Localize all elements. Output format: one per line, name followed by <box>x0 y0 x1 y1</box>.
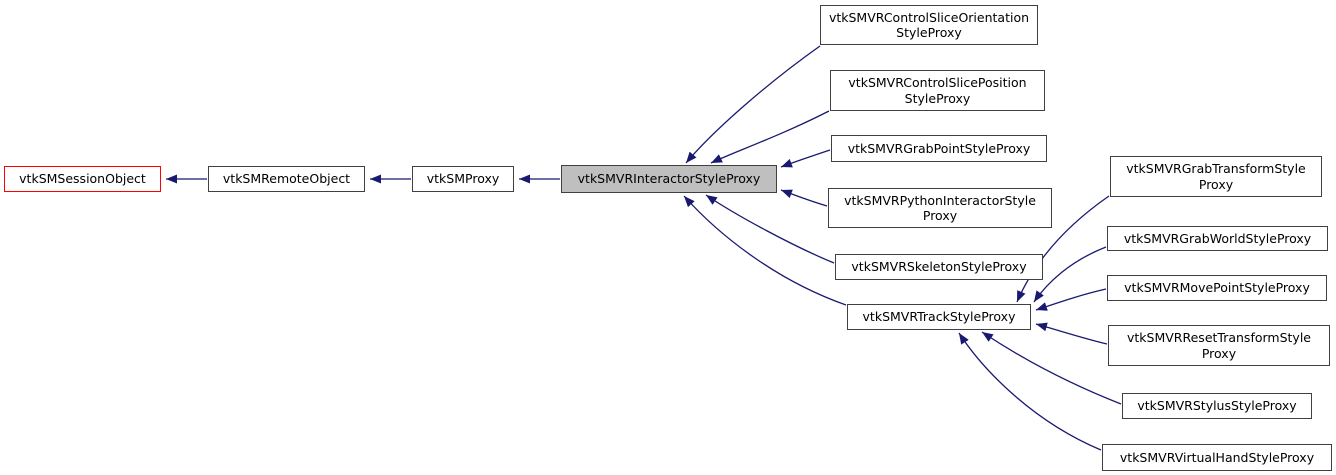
edge-ctrl-position-to-interactor <box>710 110 830 164</box>
node-vtkSMVRControlSlicePositionStyleProxy[interactable]: vtkSMVRControlSlicePosition StyleProxy <box>830 70 1045 111</box>
node-vtkSMVRTrackStyleProxy[interactable]: vtkSMVRTrackStyleProxy <box>847 304 1031 330</box>
node-vtkSMVRSkeletonStyleProxy[interactable]: vtkSMVRSkeletonStyleProxy <box>835 254 1043 280</box>
edge-stylus-to-track <box>981 331 1122 405</box>
edge-grab-point-to-interactor <box>780 149 831 168</box>
node-vtkSMSessionObject[interactable]: vtkSMSessionObject <box>4 166 161 192</box>
edge-skeleton-to-interactor <box>705 194 835 264</box>
node-vtkSMVRMovePointStyleProxy[interactable]: vtkSMVRMovePointStyleProxy <box>1107 275 1327 301</box>
edge-ctrl-orientation-to-interactor <box>685 45 821 164</box>
node-vtkSMVRPythonInteractorStyleProxy[interactable]: vtkSMVRPythonInteractorStyle Proxy <box>828 188 1052 228</box>
node-vtkSMVRControlSliceOrientationStyleProxy[interactable]: vtkSMVRControlSliceOrientation StyleProx… <box>820 5 1038 45</box>
node-vtkSMRemoteObject[interactable]: vtkSMRemoteObject <box>208 166 365 192</box>
node-vtkSMVRResetTransformStyleProxy[interactable]: vtkSMVRResetTransformStyle Proxy <box>1108 325 1330 366</box>
edge-virtual-hand-to-track <box>958 332 1102 451</box>
edge-grab-world-to-track <box>1033 246 1107 303</box>
edge-grab-transform-to-track <box>1016 195 1110 303</box>
edge-reset-transform-to-track <box>1035 322 1108 345</box>
node-vtkSMProxy[interactable]: vtkSMProxy <box>412 166 514 192</box>
node-vtkSMVRGrabWorldStyleProxy[interactable]: vtkSMVRGrabWorldStyleProxy <box>1107 226 1328 251</box>
edge-move-point-to-track <box>1035 288 1107 311</box>
edge-python-to-interactor <box>780 189 828 207</box>
node-vtkSMVRGrabTransformStyleProxy[interactable]: vtkSMVRGrabTransformStyle Proxy <box>1110 156 1322 197</box>
node-vtkSMVRInteractorStyleProxy: vtkSMVRInteractorStyleProxy <box>561 165 777 193</box>
edge-track-to-interactor <box>683 195 847 306</box>
node-vtkSMVRVirtualHandStyleProxy[interactable]: vtkSMVRVirtualHandStyleProxy <box>1102 444 1332 471</box>
node-vtkSMVRStylusStyleProxy[interactable]: vtkSMVRStylusStyleProxy <box>1122 393 1312 419</box>
node-vtkSMVRGrabPointStyleProxy[interactable]: vtkSMVRGrabPointStyleProxy <box>831 135 1047 162</box>
